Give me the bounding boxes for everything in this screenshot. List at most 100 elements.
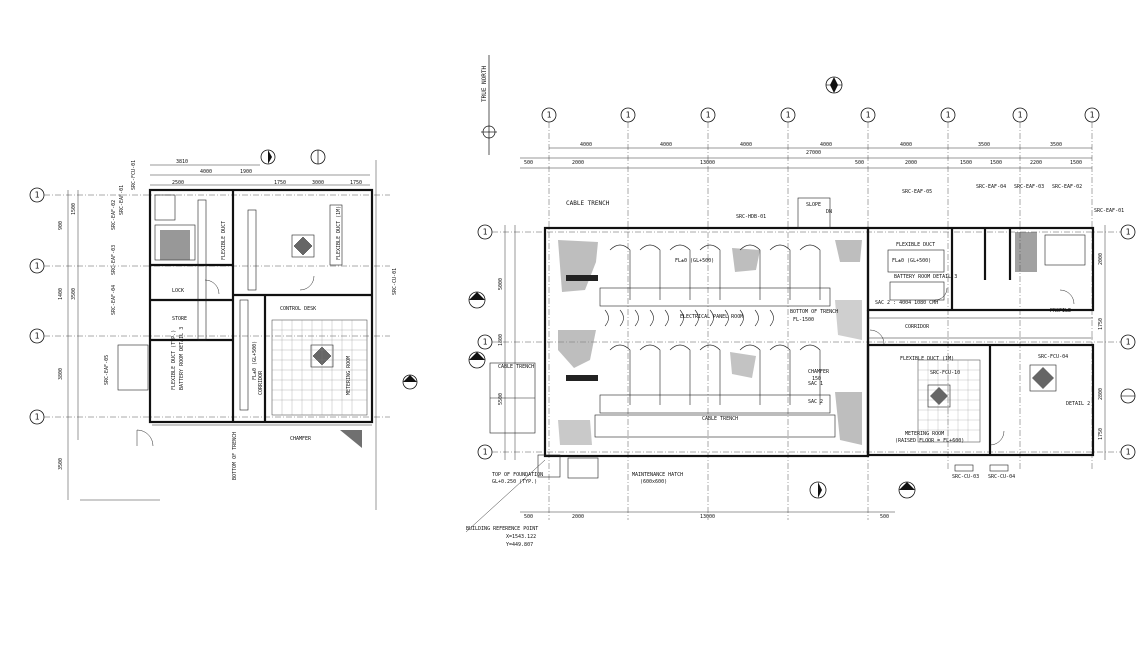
dim-text: 2000 xyxy=(1098,253,1104,265)
grid-label: 1 xyxy=(1018,111,1023,120)
equipment-tag: SRC-EAF-01 xyxy=(119,185,125,215)
equipment-tag: SRC-EAF-02 xyxy=(111,200,117,230)
plan-b: TRUE NORTH 1 1 1 1 1 1 1 1 xyxy=(465,55,1136,548)
equipment-tag: SRC-EAF-02 xyxy=(1052,184,1082,190)
plan-b-section-markers xyxy=(468,291,1136,499)
label-dn: DN xyxy=(826,209,832,215)
label-metering-room: METERING ROOM xyxy=(905,431,944,437)
label-brp-x: X=1543.122 xyxy=(506,534,536,540)
dim-text: 2800 xyxy=(1098,388,1104,400)
plan-a-diffusers xyxy=(291,234,334,368)
label-floor-level: FL±0 (GL+500) xyxy=(675,258,714,264)
grid-label: 1 xyxy=(483,448,488,457)
plan-b-right-rooms xyxy=(887,232,1086,472)
dim-text: 2000 xyxy=(905,160,917,166)
plan-b-cable-trench-left xyxy=(489,362,536,434)
dim-text: 3500 xyxy=(71,288,77,300)
label-cable-trench-top: CABLE TRENCH xyxy=(566,200,610,207)
dim-text: 1750 xyxy=(1098,318,1104,330)
dim-text: 5000 xyxy=(498,278,504,290)
dim-text: 4000 xyxy=(820,142,832,148)
plan-a-metering-grid xyxy=(271,319,368,416)
dim-text: 500 xyxy=(880,514,889,520)
equipment-tag: SRC-EAF-05 xyxy=(902,189,932,195)
grid-label: 1 xyxy=(946,111,951,120)
room-label: FLEXIBLE DUCT xyxy=(221,221,227,260)
plan-a-ducts xyxy=(197,199,343,411)
plan-b-left-grid: 1 1 1 1 1 1 xyxy=(477,224,1136,460)
dim-text: 3810 xyxy=(176,159,188,165)
dim-text: 2000 xyxy=(572,160,584,166)
plan-a: 1 1 1 1 900 1400 3800 3500 1500 3500 xyxy=(29,149,418,510)
overall-dim: 27000 xyxy=(806,150,821,156)
label-profile: PROFILE xyxy=(1050,308,1071,314)
dim-text: 1800 xyxy=(498,334,504,346)
grid-label: 1 xyxy=(483,228,488,237)
plan-b-doors xyxy=(537,197,1075,479)
room-label: METERING ROOM xyxy=(346,356,352,395)
label-building-reference-point: BUILDING REFERENCE POINT xyxy=(466,526,538,532)
dim-text: 4000 xyxy=(580,142,592,148)
label-detail-2: DETAIL 2 xyxy=(1066,401,1090,407)
plan-a-grid-label: 1 xyxy=(35,332,40,341)
equipment-tag: SRC-FCU-10 xyxy=(930,370,960,376)
label-electrical-panel-room: ELECTRICAL PANEL ROOM xyxy=(680,314,743,320)
dim-text: 1900 xyxy=(240,169,252,175)
dim-text: 13000 xyxy=(700,514,715,520)
plan-b-cable-trays xyxy=(566,244,836,438)
grid-label: 1 xyxy=(1126,228,1131,237)
plan-a-left-dimensions: 900 1400 3800 3500 1500 3500 xyxy=(58,160,377,510)
dim-text: 1750 xyxy=(350,180,362,186)
dim-text: 1500 xyxy=(960,160,972,166)
dim-text: 3000 xyxy=(312,180,324,186)
dim-text: 3800 xyxy=(58,368,64,380)
dim-text: 3500 xyxy=(978,142,990,148)
equipment-tag: SRC-FCU-04 xyxy=(1038,354,1068,360)
dim-text: 1500 xyxy=(990,160,1002,166)
plan-a-doors xyxy=(136,275,315,447)
label-sac-3: SAC 2 : 4004 1080 CMH xyxy=(875,300,938,306)
true-north-arrow: TRUE NORTH xyxy=(481,55,497,155)
grid-label: 1 xyxy=(786,111,791,120)
grid-label: 1 xyxy=(866,111,871,120)
plan-a-grid-bubbles: 1 1 1 1 xyxy=(29,187,390,425)
equipment-tag: SRC-EAF-04 xyxy=(111,285,117,315)
plan-b-bottom-dimensions: 500 2000 13000 500 xyxy=(520,511,895,520)
dim-text: 1500 xyxy=(1070,160,1082,166)
equipment-tag: SRC-EAF-03 xyxy=(111,245,117,275)
label-flexible-duct: FLEXIBLE DUCT xyxy=(896,242,935,248)
dim-text: 500 xyxy=(855,160,864,166)
label-metering-raised-floor: (RAISED FLOOR = FL+600) xyxy=(895,438,964,444)
dim-text: 2200 xyxy=(1030,160,1042,166)
plan-a-grid-label: 1 xyxy=(35,262,40,271)
equipment-tag: SRC-FCU-01 xyxy=(131,160,137,190)
brp-leader xyxy=(465,459,546,533)
plan-b-hatch xyxy=(558,240,862,445)
label-brp-y: Y=449.807 xyxy=(506,542,533,548)
dim-text: 900 xyxy=(58,221,64,230)
room-label: BATTERY ROOM DETAIL 3 xyxy=(179,327,185,390)
label-sac-1: SAC 1 xyxy=(808,381,823,387)
grid-label: 1 xyxy=(626,111,631,120)
plan-b-compass xyxy=(825,76,843,94)
equipment-tag: SRC-HDB-01 xyxy=(736,214,766,220)
plan-a-grid-label: 1 xyxy=(35,191,40,200)
dim-text: 1750 xyxy=(274,180,286,186)
label-trench-level: FL-1500 xyxy=(793,317,814,323)
label-maintenance-hatch-size: (600x600) xyxy=(640,479,667,485)
plan-b-walls xyxy=(543,226,1095,458)
grid-label: 1 xyxy=(706,111,711,120)
dim-text: 1500 xyxy=(71,203,77,215)
true-north-label: TRUE NORTH xyxy=(481,65,488,102)
plan-a-grid-label: 1 xyxy=(35,413,40,422)
label-cable-trench-left: CABLE TRENCH xyxy=(498,364,534,370)
label-chamfer-size: 150 xyxy=(812,376,821,382)
room-label: FLEXIBLE DUCT (1M) xyxy=(336,206,342,260)
room-label: CONTROL DESK xyxy=(280,306,316,312)
room-label: LOCK xyxy=(172,288,184,294)
plan-a-chamfer xyxy=(340,430,362,448)
plan-b-top-dimensions: 4000 4000 4000 4000 4000 3500 3500 27000… xyxy=(520,142,1092,169)
dim-text: 500 xyxy=(524,160,533,166)
room-label: FLEXIBLE DUCT (TYP.) xyxy=(171,330,177,390)
equipment-tag: SRC-CU-04 xyxy=(988,474,1015,480)
